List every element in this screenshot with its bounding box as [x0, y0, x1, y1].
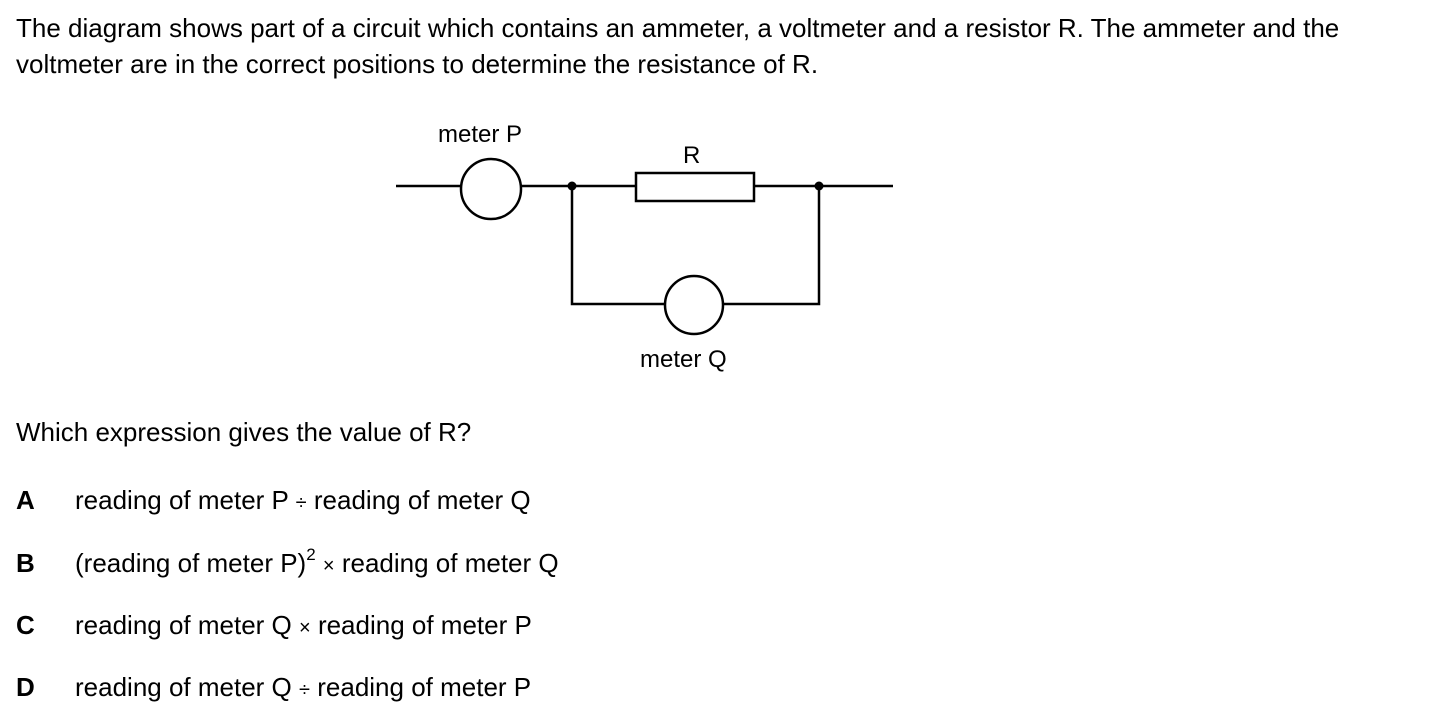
resistor-symbol — [634, 171, 756, 203]
wire-branch-left — [570, 186, 665, 306]
option-text-part2: reading of meter P — [317, 672, 532, 702]
superscript: 2 — [306, 545, 316, 565]
meter-p-label: meter P — [438, 121, 522, 148]
option-text-part2: reading of meter Q — [313, 485, 531, 515]
multiply-operator: × — [299, 617, 311, 639]
option-letter: D — [16, 672, 35, 702]
junction-left — [567, 181, 577, 191]
meter-q-label: meter Q — [640, 346, 727, 373]
meter-p-symbol — [459, 157, 523, 221]
option-letter: A — [16, 485, 35, 515]
option-text-part1: reading of meter P — [75, 485, 289, 515]
junction-right — [814, 181, 824, 191]
meter-q-symbol — [663, 274, 725, 336]
divide-operator: ÷ — [295, 492, 307, 514]
option-text-part1: reading of meter Q — [75, 672, 292, 702]
resistor-label: R — [683, 142, 700, 169]
multiply-operator: × — [322, 555, 335, 577]
question-text: Which expression gives the value of R? — [16, 417, 472, 447]
option-text-part1: (reading of meter P) — [75, 548, 307, 578]
option-letter: B — [16, 548, 35, 578]
intro-text: The diagram shows part of a circuit whic… — [16, 13, 1340, 79]
wire-branch-right — [723, 186, 821, 306]
option-text-part2: reading of meter P — [317, 610, 532, 640]
divide-operator: ÷ — [299, 679, 310, 701]
option-text-part1: reading of meter Q — [75, 610, 292, 640]
option-b[interactable]: B (reading of meter P)2 × reading of mete… — [16, 545, 559, 584]
option-letter: C — [16, 610, 35, 640]
option-text-part2: reading of meter Q — [341, 548, 559, 578]
